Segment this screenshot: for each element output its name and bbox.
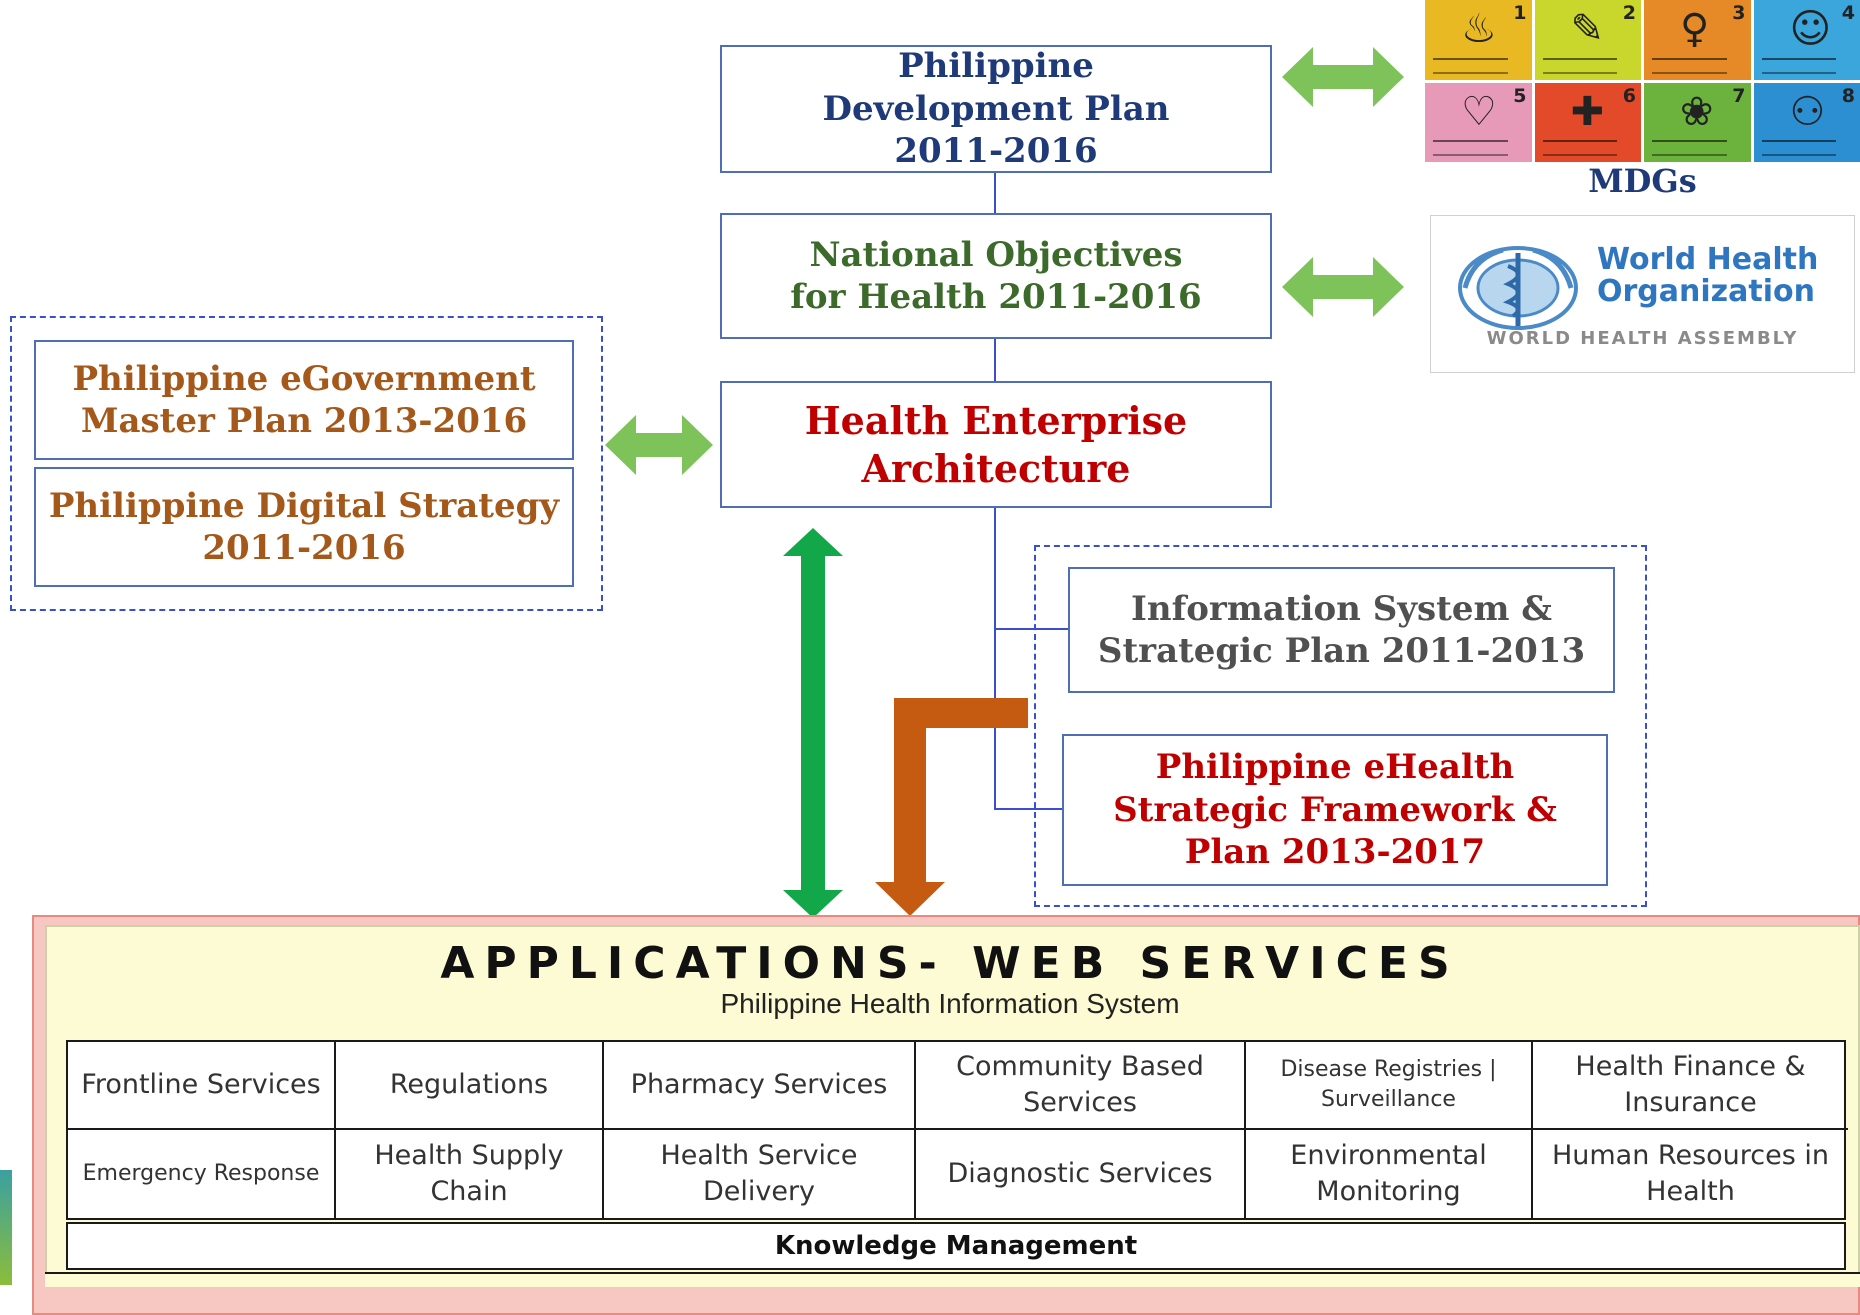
node-hea: Health Enterprise Architecture: [720, 381, 1272, 508]
node-pdp: Philippine Development Plan 2011-2016: [720, 45, 1272, 173]
mother-icon: ♡: [1461, 89, 1497, 135]
who-title: World Health Organization: [1597, 244, 1852, 307]
apps-subtitle: Philippine Health Information System: [300, 988, 1600, 1020]
mdg-tile-3: ♀3: [1644, 0, 1751, 80]
node-digital: Philippine Digital Strategy 2011-2016: [34, 467, 574, 587]
mdg-tile-4: ☺4: [1754, 0, 1860, 80]
service-cell: Regulations: [336, 1042, 604, 1130]
mdg-grid: ♨1✎2♀3☺4♡5✚6❀7⚇8: [1425, 0, 1860, 162]
connector-pdp-noh: [994, 172, 996, 214]
mdg-caption-lines: [1652, 140, 1727, 156]
service-cell: Frontline Services: [68, 1042, 336, 1130]
mdg-tile-number: 6: [1623, 85, 1636, 107]
service-cell: Human Resources in Health: [1533, 1130, 1848, 1218]
knowledge-management-bar: Knowledge Management: [66, 1222, 1846, 1270]
service-cell: Emergency Response: [68, 1130, 336, 1218]
l-arrow-ehealth-apps: [875, 698, 1028, 916]
female-symbol-icon: ♀: [1680, 6, 1709, 52]
node-ehealth-label: Philippine eHealth Strategic Framework &…: [1100, 746, 1570, 874]
node-noh-label: National Objectives for Health 2011-2016: [776, 234, 1216, 319]
service-cell: Health Service Delivery: [604, 1130, 916, 1218]
mdg-tile-5: ♡5: [1425, 83, 1532, 163]
connector-noh-hea: [994, 338, 996, 382]
child-icon: ☺: [1790, 6, 1832, 52]
node-hea-label: Health Enterprise Architecture: [796, 397, 1196, 492]
double-arrow-egov-hea: [605, 415, 713, 475]
mdg-tile-7: ❀7: [1644, 83, 1751, 163]
mdg-tile-number: 4: [1842, 2, 1855, 24]
who-emblem-icon: [1453, 238, 1583, 338]
services-table: Frontline Services Regulations Pharmacy …: [66, 1040, 1846, 1220]
mdg-tile-2: ✎2: [1535, 0, 1642, 80]
service-cell: Health Supply Chain: [336, 1130, 604, 1218]
mdg-tile-number: 1: [1513, 2, 1526, 24]
apps-title: APPLICATIONS- WEB SERVICES: [300, 938, 1600, 989]
people-icon: ⚇: [1790, 89, 1826, 135]
node-ehealth: Philippine eHealth Strategic Framework &…: [1062, 734, 1608, 886]
mdg-caption-lines: [1433, 58, 1508, 74]
mdg-caption-lines: [1762, 140, 1837, 156]
double-arrow-pdp-mdgs: [1282, 47, 1404, 107]
mdg-caption-lines: [1433, 140, 1508, 156]
node-issp-label: Information System & Strategic Plan 2011…: [1092, 588, 1592, 673]
mdg-tile-number: 2: [1623, 2, 1636, 24]
plant-icon: ❀: [1680, 89, 1714, 135]
who-title-line2: Organization: [1597, 276, 1852, 308]
mdg-caption-lines: [1652, 58, 1727, 74]
service-cell: Disease Registries | Surveillance: [1246, 1042, 1533, 1130]
mdg-caption-lines: [1543, 58, 1618, 74]
mdg-tile-number: 3: [1732, 2, 1745, 24]
who-logo-box: World Health Organization WORLD HEALTH A…: [1430, 215, 1855, 373]
left-accent-bar: [0, 1170, 12, 1285]
mdg-caption-lines: [1543, 140, 1618, 156]
mdg-tile-number: 8: [1842, 85, 1855, 107]
bowl-icon: ♨: [1461, 6, 1497, 52]
node-issp: Information System & Strategic Plan 2011…: [1068, 567, 1615, 693]
service-cell: Health Finance & Insurance: [1533, 1042, 1848, 1130]
double-arrow-hea-apps: [783, 528, 843, 918]
service-cell: Diagnostic Services: [916, 1130, 1246, 1218]
service-cell: Pharmacy Services: [604, 1042, 916, 1130]
node-pdp-label: Philippine Development Plan 2011-2016: [776, 45, 1216, 173]
mdg-label: MDGs: [1425, 162, 1860, 200]
mdg-tile-6: ✚6: [1535, 83, 1642, 163]
node-egov-label: Philippine eGovernment Master Plan 2013-…: [54, 358, 554, 443]
node-noh: National Objectives for Health 2011-2016: [720, 213, 1272, 339]
medicine-icon: ✚: [1571, 89, 1605, 135]
who-subtitle: WORLD HEALTH ASSEMBLY: [1431, 328, 1854, 349]
mdg-tile-number: 7: [1732, 85, 1745, 107]
mdg-tile-1: ♨1: [1425, 0, 1532, 80]
service-cell: Community Based Services: [916, 1042, 1246, 1130]
node-egov: Philippine eGovernment Master Plan 2013-…: [34, 340, 574, 460]
connector-hea-trunk: [994, 507, 996, 810]
who-title-line1: World Health: [1597, 244, 1852, 276]
mdg-tile-8: ⚇8: [1754, 83, 1860, 163]
mdg-tile-number: 5: [1513, 85, 1526, 107]
double-arrow-noh-who: [1282, 257, 1404, 317]
mdg-caption-lines: [1762, 58, 1837, 74]
pencil-icon: ✎: [1571, 6, 1605, 52]
service-cell: Environmental Monitoring: [1246, 1130, 1533, 1218]
node-digital-label: Philippine Digital Strategy 2011-2016: [44, 485, 564, 570]
